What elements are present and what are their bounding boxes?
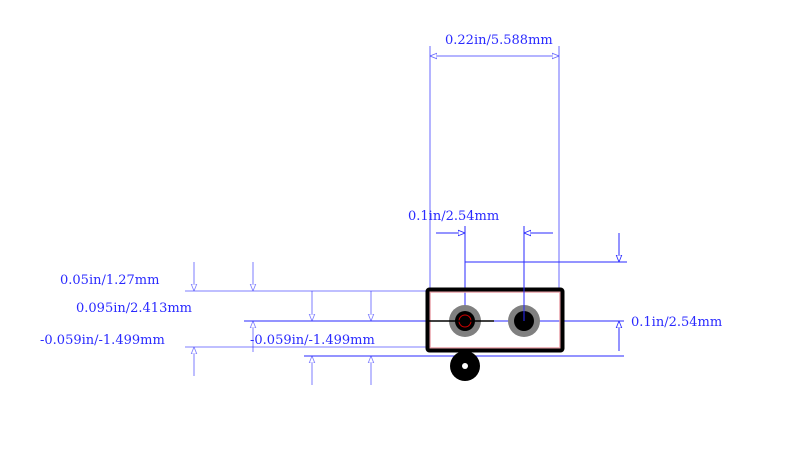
pin1-marker	[450, 351, 480, 381]
left-height-a-label: 0.095in/2.413mm	[76, 301, 192, 316]
component-outline	[425, 287, 565, 353]
pitch-right-label: 0.1in/2.54mm	[631, 315, 722, 330]
pitch-top-label: 0.1in/2.54mm	[408, 209, 499, 224]
left-offset-a-label: -0.059in/-1.499mm	[40, 333, 165, 348]
left-offset-b-label: -0.059in/-1.499mm	[250, 333, 375, 348]
left-height-b-label: 0.05in/1.27mm	[60, 273, 159, 288]
overall-width-label: 0.22in/5.588mm	[445, 33, 553, 48]
